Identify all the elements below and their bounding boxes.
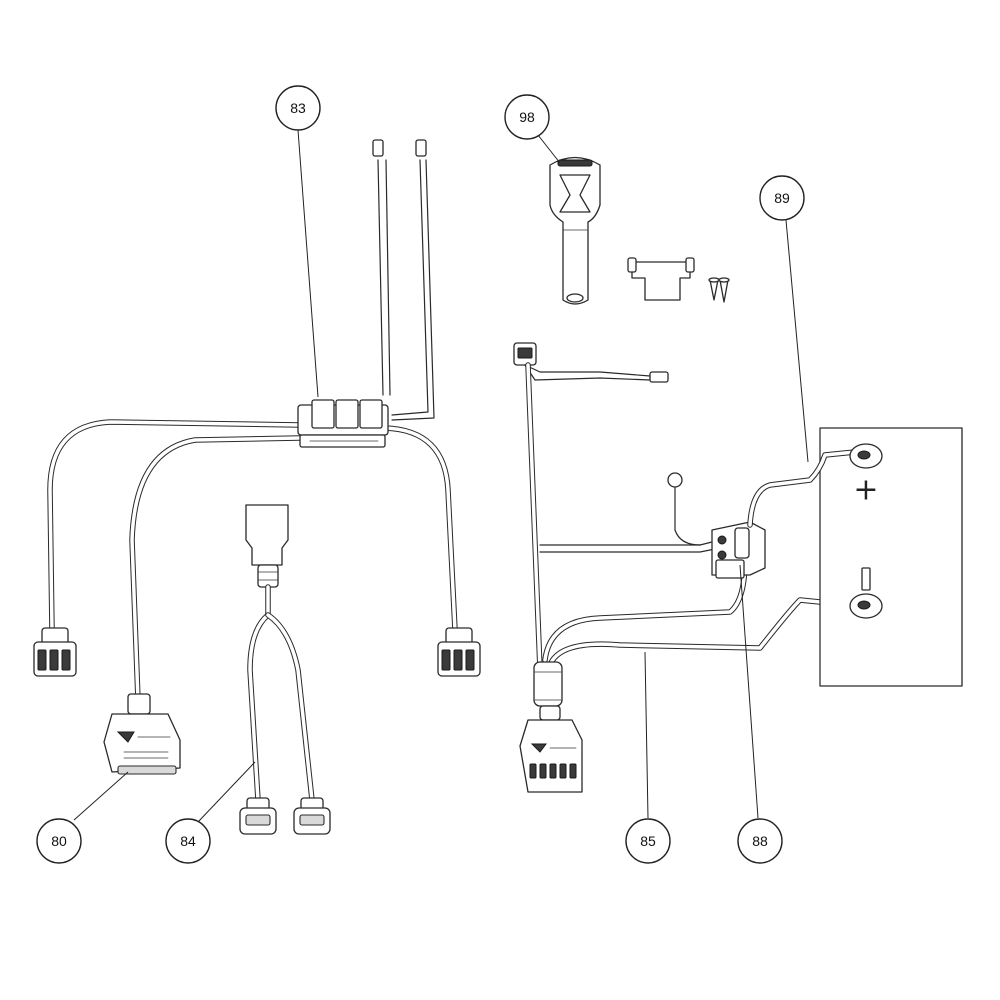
harness-84: [239, 504, 331, 835]
wire-lead-left-2: [385, 159, 391, 396]
callout-89: 89: [759, 175, 805, 221]
remote-bracket: [631, 261, 691, 301]
wire-lead-right: [391, 159, 429, 416]
cable-battery-negative: [547, 597, 853, 668]
relay-3: [359, 399, 383, 429]
callout-98: 98: [504, 94, 550, 140]
callout-84: 84: [165, 818, 211, 864]
wire-lead-right-2: [391, 159, 435, 421]
y-plug-right: [293, 797, 331, 835]
spade-connector-left: [372, 139, 384, 157]
battery: +: [747, 427, 963, 687]
connector-80: [103, 693, 181, 775]
aux-terminal: [649, 371, 669, 383]
svg-text:88: 88: [752, 833, 768, 849]
ground-wire: [674, 487, 701, 546]
svg-text:98: 98: [519, 109, 535, 125]
wire-solenoid-2: [539, 547, 721, 553]
cable-to-right-plug: [382, 425, 458, 633]
circuit-breaker-88: [711, 521, 766, 579]
svg-text:89: 89: [774, 190, 790, 206]
harness-85: [513, 342, 853, 793]
remote-buttons: [559, 174, 591, 213]
leader-88: [739, 564, 759, 819]
aux-wire-b: [524, 364, 651, 377]
y-harness-plug: [245, 504, 289, 566]
leader-83: [297, 129, 319, 398]
main-plug: [519, 719, 583, 793]
svg-text:83: 83: [290, 100, 306, 116]
callout-80: 80: [36, 818, 82, 864]
callout-83: 83: [275, 85, 321, 131]
leader-85: [644, 651, 649, 819]
leader-89: [785, 219, 809, 463]
leader-80: [73, 771, 129, 821]
svg-text:80: 80: [51, 833, 67, 849]
leader-98: [537, 134, 561, 164]
spade-connector-right: [415, 139, 427, 157]
screw-2: [719, 279, 729, 303]
harness-83: [33, 139, 481, 775]
svg-text:85: 85: [640, 833, 656, 849]
callout-88: 88: [737, 818, 783, 864]
negative-terminal: [849, 593, 883, 619]
callout-85: 85: [625, 818, 671, 864]
plug-boot: [533, 661, 563, 707]
screw-1: [709, 279, 719, 301]
remote-control-98: [549, 156, 730, 305]
ring-terminal: [667, 472, 683, 488]
svg-text:84: 84: [180, 833, 196, 849]
y-plug-left: [239, 797, 277, 835]
battery-body: [819, 427, 963, 687]
wire-lead-left: [377, 159, 384, 396]
leader-84: [197, 761, 256, 823]
left-plug: [33, 627, 77, 677]
relay-1: [311, 399, 335, 429]
positive-terminal: [849, 443, 883, 469]
relay-2: [335, 399, 359, 429]
negative-symbol: [861, 567, 871, 591]
leader-lines: [73, 129, 809, 823]
positive-symbol: +: [853, 473, 878, 508]
right-plug: [437, 627, 481, 677]
